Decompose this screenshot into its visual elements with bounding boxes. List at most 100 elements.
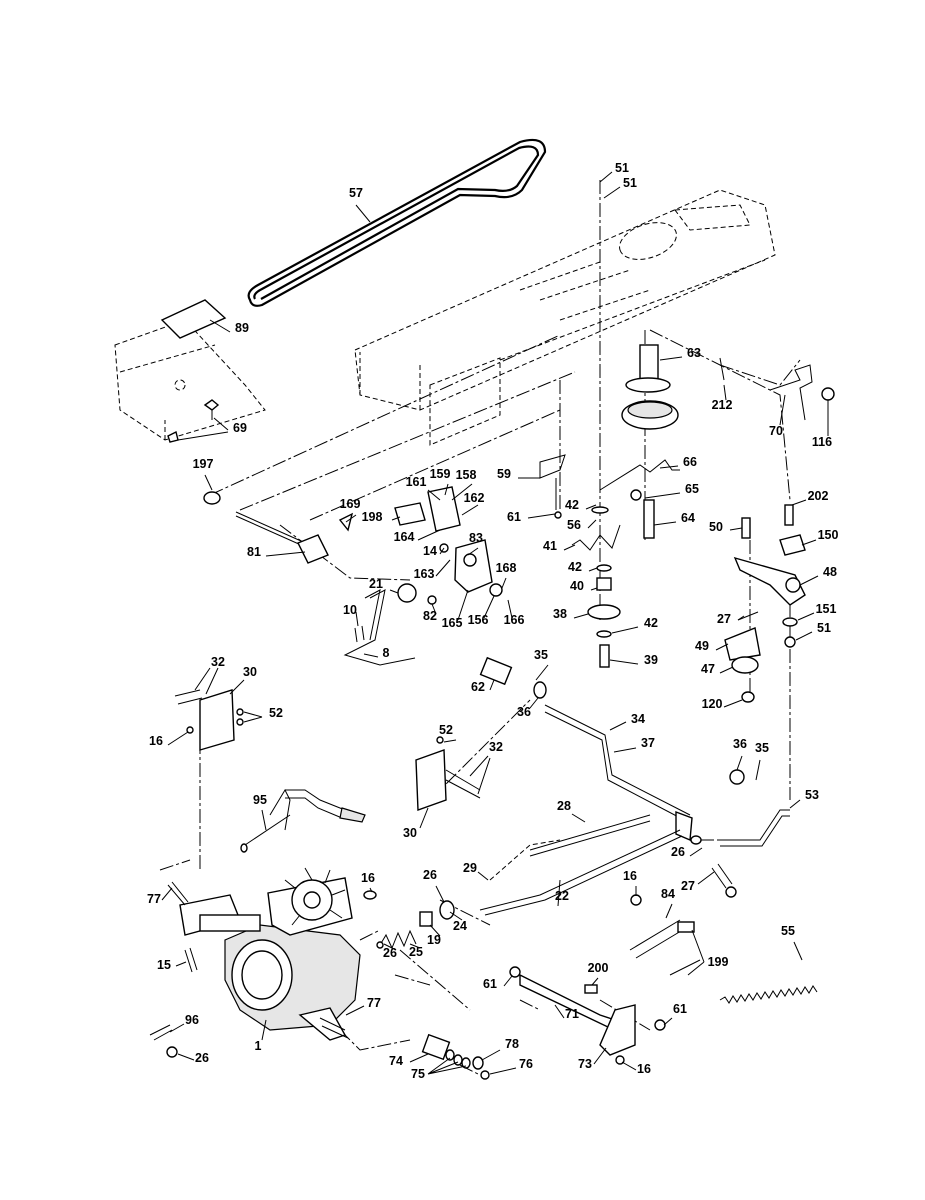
callout-label: 84: [661, 887, 675, 901]
callout-label: 162: [464, 491, 485, 505]
bracket-71: [509, 966, 666, 1065]
callout-label: 36: [517, 705, 531, 719]
shaft-81: [203, 491, 329, 564]
callout-label: 32: [211, 655, 225, 669]
callout-label: 151: [816, 602, 837, 616]
callout-label: 70: [769, 424, 783, 438]
bracket-30-left: [174, 689, 244, 751]
callout-label: 61: [673, 1002, 687, 1016]
callout-label: 76: [519, 1057, 533, 1071]
callout-label: 40: [570, 579, 584, 593]
callout-label: 8: [383, 646, 390, 660]
callout-label: 42: [644, 616, 658, 630]
spring-55: [719, 985, 818, 1004]
spring-25: [376, 900, 455, 950]
callout-label: 51: [817, 621, 831, 635]
callout-label: 51: [623, 176, 637, 190]
callout-label: 59: [497, 467, 511, 481]
callout-label: 66: [683, 455, 697, 469]
callout-label: 19: [427, 933, 441, 947]
callout-label: 35: [534, 648, 548, 662]
callout-label: 15: [157, 958, 171, 972]
pulley-assembly-63: [621, 344, 679, 539]
plate-89: [160, 299, 227, 443]
callout-label: 163: [414, 567, 435, 581]
callout-label: 96: [185, 1013, 199, 1027]
callout-label: 82: [423, 609, 437, 623]
drive-belt: [247, 138, 547, 307]
callout-label: 56: [567, 518, 581, 532]
lift-lever-8: [343, 583, 417, 666]
callout-label: 95: [253, 793, 267, 807]
callout-label: 89: [235, 321, 249, 335]
callout-label: 55: [781, 924, 795, 938]
callout-label: 47: [701, 662, 715, 676]
callout-label: 22: [555, 889, 569, 903]
callout-label: 26: [671, 845, 685, 859]
callout-label: 71: [565, 1007, 579, 1021]
callout-label: 25: [409, 945, 423, 959]
callout-label: 116: [812, 435, 832, 449]
misc-hardware: [539, 357, 725, 519]
callout-label: 26: [383, 946, 397, 960]
callout-label: 202: [808, 489, 829, 503]
callout-label: 16: [149, 734, 163, 748]
rods-22-28: [479, 814, 683, 916]
callout-label: 38: [553, 607, 567, 621]
callout-label: 1: [255, 1039, 262, 1053]
callout-label: 73: [578, 1057, 592, 1071]
callout-label: 42: [565, 498, 579, 512]
callout-label: 198: [362, 510, 383, 524]
callout-label: 61: [507, 510, 521, 524]
tractor-frame: [354, 189, 776, 446]
callout-label: 24: [453, 919, 467, 933]
callout-label: 120: [702, 697, 723, 711]
callout-label: 212: [712, 398, 733, 412]
bolt-27: [690, 835, 737, 898]
callout-label: 50: [709, 520, 723, 534]
callout-label: 57: [349, 186, 363, 200]
callout-label: 30: [243, 665, 257, 679]
callout-label: 30: [403, 826, 417, 840]
callout-label: 165: [442, 616, 463, 630]
callout-label: 27: [681, 879, 695, 893]
bracket-30-center: [415, 736, 481, 811]
callout-label: 10: [343, 603, 357, 617]
callout-label: 42: [568, 560, 582, 574]
callout-label: 21: [369, 577, 383, 591]
callout-label: 164: [394, 530, 415, 544]
callout-label: 74: [389, 1054, 403, 1068]
bracket-70: [769, 364, 813, 421]
callout-label: 78: [505, 1037, 519, 1051]
callout-label: 16: [361, 871, 375, 885]
callout-label: 32: [489, 740, 503, 754]
rod-66: [599, 459, 680, 491]
pulley-stack-38: [571, 506, 621, 668]
callout-label: 166: [504, 613, 525, 627]
callout-label: 83: [469, 531, 483, 545]
callout-label: 65: [685, 482, 699, 496]
callout-label: 29: [463, 861, 477, 875]
idler-arm-48: [724, 504, 806, 703]
callout-label: 49: [695, 639, 709, 653]
callout-label: 62: [471, 680, 485, 694]
callout-label: 36: [733, 737, 747, 751]
callout-label: 168: [496, 561, 517, 575]
callout-label: 26: [195, 1051, 209, 1065]
callout-label: 14: [423, 544, 437, 558]
bracket-84: [629, 894, 701, 976]
callout-label: 150: [818, 528, 839, 542]
callout-label: 169: [340, 497, 361, 511]
callout-label: 41: [543, 539, 557, 553]
rod-53: [720, 809, 790, 847]
callout-label: 197: [193, 457, 214, 471]
bolt-116: [821, 387, 835, 401]
callout-label: 52: [439, 723, 453, 737]
callout-label: 81: [247, 545, 261, 559]
callout-label: 51: [615, 161, 629, 175]
callout-label: 199: [708, 955, 729, 969]
callout-label: 158: [456, 468, 477, 482]
leader-lines: [161, 171, 829, 1075]
